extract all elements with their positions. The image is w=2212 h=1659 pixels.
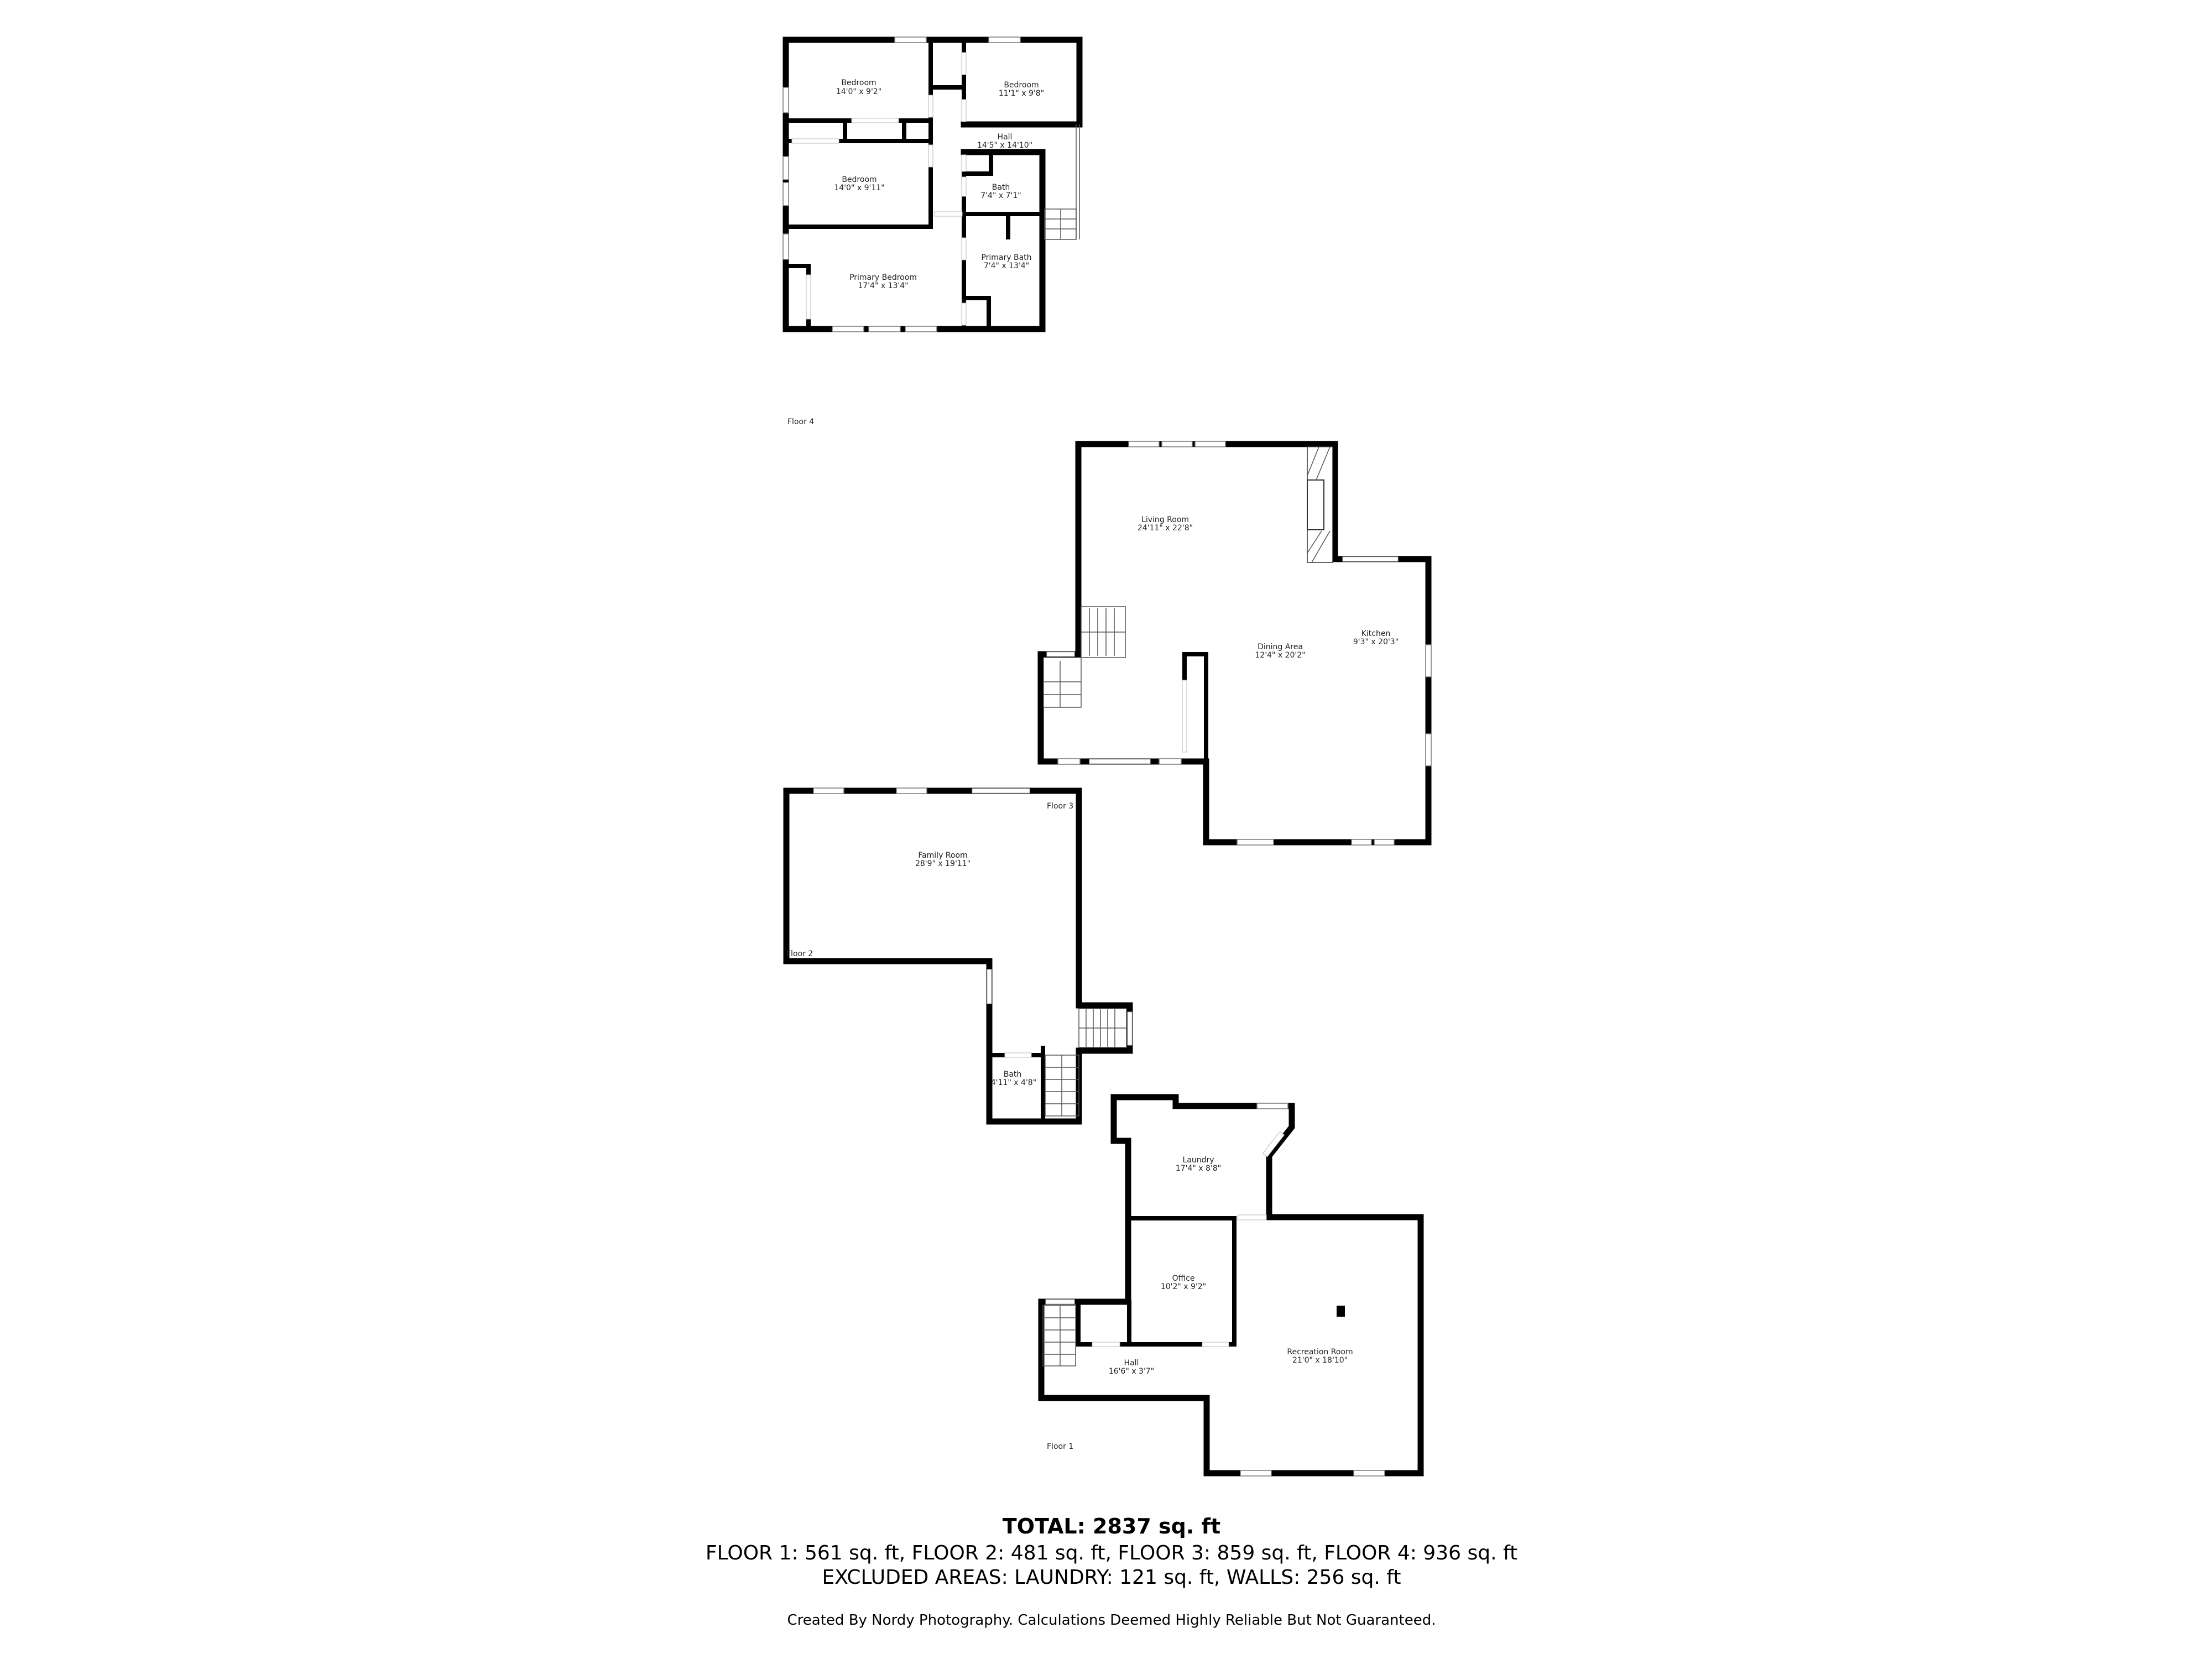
room-dims: 7'4" x 7'1" bbox=[980, 191, 1021, 200]
room-dims: 21'0" x 18'10" bbox=[1292, 1356, 1348, 1365]
fireplace bbox=[1307, 446, 1333, 563]
room-dims: 28'9" x 19'11" bbox=[915, 859, 971, 868]
room-label: Kitchen bbox=[1361, 629, 1391, 638]
room-dims: 17'4" x 13'4" bbox=[858, 281, 908, 290]
stairs bbox=[1081, 606, 1126, 658]
room-label: Recreation Room bbox=[1287, 1348, 1353, 1357]
room-dims: 14'0" x 9'11" bbox=[834, 184, 884, 192]
room-dims: 7'4" x 13'4" bbox=[984, 262, 1029, 270]
floor-label: Floor 4 bbox=[787, 418, 814, 426]
room-dims: 10'2" x 9'2" bbox=[1161, 1282, 1206, 1291]
room-label: Bedroom bbox=[842, 175, 877, 184]
room-label: Hall bbox=[1124, 1359, 1139, 1368]
room-dims: 14'0" x 9'2" bbox=[836, 87, 881, 96]
room-label: Laundry bbox=[1182, 1156, 1214, 1165]
floor-areas: FLOOR 1: 561 sq. ft, FLOOR 2: 481 sq. ft… bbox=[706, 1542, 1517, 1564]
area-summary: TOTAL: 2837 sq. ft FLOOR 1: 561 sq. ft, … bbox=[706, 1514, 1517, 1629]
room-label: Bath bbox=[1004, 1070, 1022, 1079]
room-label: Office bbox=[1172, 1274, 1195, 1283]
room-dims: 11'1" x 9'8" bbox=[999, 89, 1044, 98]
room-label: Bedroom bbox=[841, 79, 876, 87]
room-label: Primary Bath bbox=[981, 253, 1031, 262]
floor-1-plan: Laundry 17'4" x 8'8" Office 10'2" x 9'2"… bbox=[1038, 1094, 1424, 1477]
stairs bbox=[1045, 1055, 1079, 1117]
floor-label: Floor 2 bbox=[786, 950, 813, 958]
total-area: TOTAL: 2837 sq. ft bbox=[1003, 1514, 1220, 1538]
room-label: Family Room bbox=[918, 851, 967, 860]
floor-label: Floor 3 bbox=[1047, 802, 1073, 811]
stairs bbox=[1043, 657, 1082, 708]
room-label: Bath bbox=[992, 183, 1010, 192]
room-dims: 24'11" x 22'8" bbox=[1138, 524, 1193, 533]
room-label: Hall bbox=[998, 133, 1013, 142]
room-label: Dining Area bbox=[1258, 643, 1303, 651]
floor-label: Floor 1 bbox=[1047, 1442, 1073, 1451]
room-dims: 9'3" x 20'3" bbox=[1353, 638, 1399, 646]
stairs bbox=[1042, 1305, 1076, 1366]
excluded-areas: EXCLUDED AREAS: LAUNDRY: 121 sq. ft, WAL… bbox=[822, 1566, 1401, 1589]
room-dims: 14'5" x 14'10" bbox=[977, 141, 1032, 150]
room-dims: 12'4" x 20'2" bbox=[1255, 651, 1305, 660]
stairs bbox=[1044, 208, 1077, 240]
floor-3-plan: Living Room 24'11" x 22'8" Dining Area 1… bbox=[1037, 441, 1432, 846]
room-label: Bedroom bbox=[1004, 81, 1039, 90]
room-dims: 4'11" x 4'8" bbox=[991, 1078, 1036, 1087]
column bbox=[1337, 1306, 1345, 1317]
floor-4-plan: Bedroom 14'0" x 9'2" Bedroom 11'1" x 9'8… bbox=[782, 36, 1083, 426]
room-label: Living Room bbox=[1141, 515, 1189, 524]
stairs bbox=[1078, 1008, 1127, 1048]
floor-2-plan: Family Room 28'9" x 19'11" Bath 4'11" x … bbox=[783, 787, 1133, 1125]
credit-line: Created By Nordy Photography. Calculatio… bbox=[787, 1612, 1436, 1629]
room-dims: 17'4" x 8'8" bbox=[1176, 1164, 1221, 1173]
room-label: Primary Bedroom bbox=[849, 273, 917, 282]
room-dims: 16'6" x 3'7" bbox=[1109, 1367, 1154, 1376]
